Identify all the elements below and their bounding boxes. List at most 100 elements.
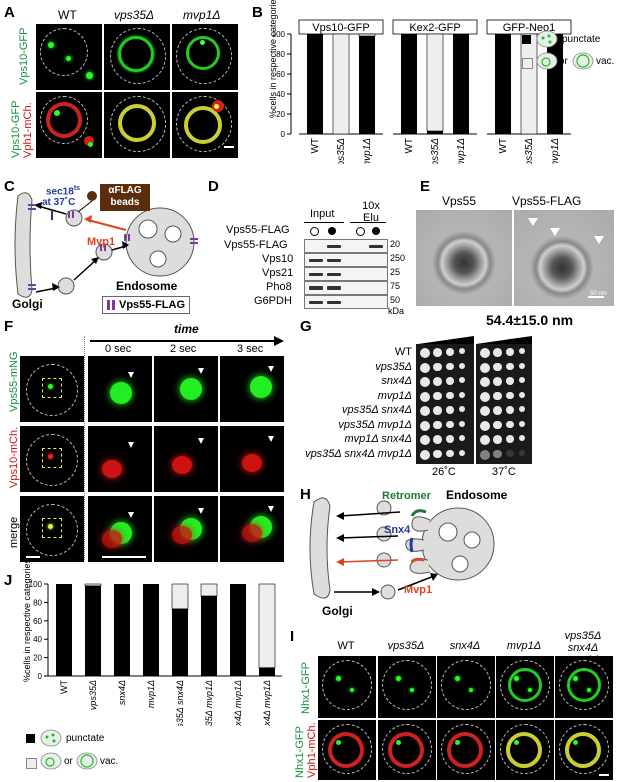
yeast-spot xyxy=(519,348,526,355)
yeast-spot xyxy=(493,377,502,386)
panelD-marker-50: 50 xyxy=(390,295,401,305)
panelB-bar-punctate xyxy=(427,131,443,134)
panelG-strain-label: mvp1Δ snx4Δ xyxy=(344,433,412,445)
panelB-x-label: vps35Δ xyxy=(336,138,347,164)
panelC-temp: at 37˚C xyxy=(42,197,76,208)
panelA-image-vps35-merge xyxy=(104,92,170,158)
panelD-open-circle-1 xyxy=(310,227,319,236)
panelJ-x-label: snx4Δ xyxy=(117,680,127,705)
yeast-spot xyxy=(420,348,430,358)
yeast-spot xyxy=(506,362,514,371)
panelF-row2-label: Vps10-mCh. xyxy=(8,426,20,488)
panelB-subtitle: GFP-Neo1 xyxy=(503,22,556,34)
panelA-image-vps35-gfp xyxy=(104,24,170,90)
yeast-spot xyxy=(420,435,430,445)
panelB-legend-punctate: punctate xyxy=(562,34,601,45)
panel-label-i: I xyxy=(290,628,295,645)
panelC-beads-label: αFLAG beads xyxy=(108,185,142,208)
panelH-snx4: Snx4 xyxy=(384,524,411,536)
panelG-strain-label: WT xyxy=(394,346,412,358)
panelG-temp-37: 37˚C xyxy=(492,466,516,478)
yeast-spot xyxy=(459,435,466,442)
panelF-image xyxy=(88,496,152,562)
panelH-endosome: Endosome xyxy=(446,488,508,502)
panelI-row1-label: Nhx1-GFP xyxy=(300,662,312,714)
panelJ-legend-punctate-swatch xyxy=(26,734,35,743)
panelJ-y-tick-label: 80 xyxy=(33,598,42,607)
yeast-spot xyxy=(446,406,454,414)
panelF-image xyxy=(154,356,218,422)
panelJ-x-label: vps35Δ xyxy=(88,680,98,710)
yeast-spot xyxy=(433,362,442,372)
yeast-spot xyxy=(506,377,514,385)
panelC-sec18: sec18ts xyxy=(46,185,80,197)
panelJ-legend-vac: vac. xyxy=(100,756,119,767)
yeast-spot xyxy=(446,420,454,429)
panelJ-bar-punctate xyxy=(143,584,159,676)
panel-label-d: D xyxy=(208,178,219,195)
panelB-y-tick-label: 60 xyxy=(276,70,285,79)
yeast-spot xyxy=(446,391,454,400)
panelJ-y-tick-label: 100 xyxy=(29,580,43,589)
panelB-bar-punctate xyxy=(495,34,511,134)
yeast-spot xyxy=(493,362,502,372)
panelD-row-vps55flag-header: Vps55-FLAG xyxy=(226,224,290,236)
panelF-time-3: 3 sec xyxy=(237,343,264,355)
yeast-spot xyxy=(459,348,466,355)
panelG-strain-label: vps35Δ snx4Δ xyxy=(342,404,412,416)
yeast-spot xyxy=(446,435,454,443)
panelD-head-input: Input xyxy=(310,208,335,220)
panelG-strain-label: mvp1Δ xyxy=(377,389,412,402)
yeast-spot xyxy=(493,449,502,459)
panelJ-y-tick-label: 40 xyxy=(33,635,42,644)
panelI-col-header: snx4Δ xyxy=(449,640,481,652)
panelI-row2-label-red: Vph1-mCh. xyxy=(306,722,318,778)
panelE-size: 54.4±15.0 nm xyxy=(486,312,574,328)
yeast-spot xyxy=(519,406,526,413)
panelD-row-g6pdh: G6PDH xyxy=(254,295,292,307)
yeast-spot xyxy=(480,435,490,445)
panelJ-bar-vac xyxy=(258,583,276,669)
panelC-endosome: Endosome xyxy=(116,279,178,293)
panelJ-bar-vac xyxy=(200,583,218,597)
panelB-bar-vac xyxy=(332,33,350,135)
panelI-row2-label-green: Nhx1-GFP xyxy=(294,726,306,778)
panelC-diagram xyxy=(14,191,198,298)
panelJ-x-label: snx4Δ mvp1Δ xyxy=(233,680,243,726)
yeast-spot xyxy=(433,406,442,415)
yeast-spot xyxy=(459,362,466,369)
panelB-subtitle: Vps10-GFP xyxy=(312,22,369,34)
panelE-image-vps55 xyxy=(416,210,512,306)
panelG-strain-label: vps35Δ snx4Δ mvp1Δ xyxy=(305,447,412,460)
panelJ-x-label: WT xyxy=(59,680,69,694)
yeast-spot xyxy=(446,449,454,458)
panelB-bar-vac xyxy=(358,33,376,37)
yeast-spot xyxy=(446,377,454,385)
yeast-spot xyxy=(480,348,490,358)
panelH-retromer: Retromer xyxy=(382,490,431,502)
panelJ-x-label: vps35Δ snx4Δ mvp1Δ xyxy=(262,680,272,726)
panelF-image xyxy=(88,426,152,492)
panelB-bar-punctate xyxy=(453,34,469,134)
yeast-spot xyxy=(420,362,430,373)
panelE-scale: 50 nm xyxy=(590,291,607,297)
panelB-x-label: WT xyxy=(498,138,509,154)
panelC-legend-icon xyxy=(107,300,110,311)
panelC-legend-box: Vps55-FLAG xyxy=(102,296,190,314)
panelD-blot-vps21 xyxy=(304,267,388,281)
panelI-image xyxy=(378,720,436,780)
panelB-x-label: mvp1Δ xyxy=(550,138,561,164)
panelG-plate-26 xyxy=(416,344,474,464)
punctate-cell-icon xyxy=(40,729,62,747)
panelA-row2-label-red: Vph1-mCh. xyxy=(22,102,34,158)
yeast-spot xyxy=(433,377,442,386)
panelD-filled-circle-2 xyxy=(372,227,380,235)
panelD-filled-circle-1 xyxy=(328,227,336,235)
yeast-spot xyxy=(420,377,430,387)
panelB-x-label: mvp1Δ xyxy=(362,138,373,164)
panel-label-e: E xyxy=(420,178,431,195)
panelF-image xyxy=(20,426,84,492)
panelG-temp-26: 26˚C xyxy=(432,466,456,478)
panelA-row2-label-green: Vps10-GFP xyxy=(10,100,22,158)
yeast-spot xyxy=(459,377,466,384)
